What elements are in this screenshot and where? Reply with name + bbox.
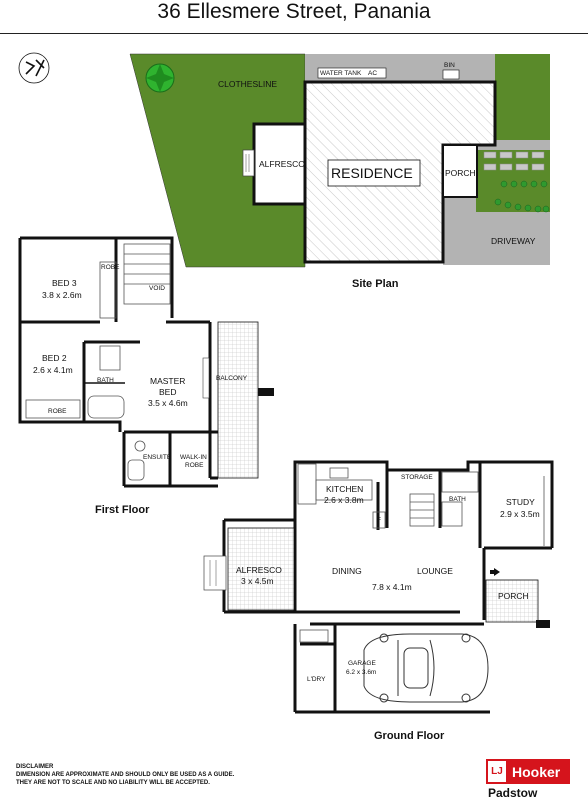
title-divider	[0, 33, 588, 34]
garage-size: 6.2 x 3.6m	[346, 669, 377, 676]
car-icon	[363, 633, 489, 703]
residence-label: RESIDENCE	[331, 165, 413, 181]
living-size: 7.8 x 4.1m	[372, 582, 412, 592]
kitchen-size: 2.6 x 3.8m	[324, 495, 364, 505]
bed2-size: 2.6 x 4.1m	[33, 365, 73, 375]
site-porch	[442, 144, 478, 198]
gf-alfresco-size: 3 x 4.5m	[241, 576, 274, 586]
bed3-name: BED 3	[52, 278, 77, 288]
garden-bushes	[494, 180, 550, 213]
ground-alfresco-deck	[227, 527, 295, 611]
logo-hooker-text: Hooker	[512, 763, 561, 780]
bin-label: BIN	[444, 62, 455, 69]
site-porch-label: PORCH	[445, 168, 476, 178]
disclaimer-title: DISCLAIMER	[16, 764, 54, 770]
lounge-label: LOUNGE	[417, 566, 453, 576]
stepping-pavers	[483, 151, 545, 171]
residence-label-box	[327, 159, 421, 187]
gf-alfresco-name: ALFRESCO	[236, 565, 282, 575]
void-label: VOID	[149, 285, 165, 292]
balcony	[217, 321, 259, 479]
ground-floor-details	[297, 463, 545, 643]
study-name: STUDY	[506, 497, 535, 507]
clothesline-label: CLOTHESLINE	[218, 79, 278, 89]
lawn	[129, 53, 306, 268]
storage-label: STORAGE	[401, 474, 433, 481]
ldry-label: L'DRY	[307, 676, 326, 683]
walkin-label: WALK-IN	[180, 454, 207, 461]
master-name2: BED	[159, 387, 177, 397]
robe1-label: ROBE	[101, 264, 120, 271]
balcony-label: BALCONY	[216, 375, 248, 382]
site-plan	[18, 52, 550, 268]
walkin-robe-label: ROBE	[185, 462, 204, 469]
ff-bath-label: BATH	[97, 377, 114, 384]
master-size: 3.5 x 4.6m	[148, 398, 188, 408]
ground-porch-deck	[485, 579, 539, 623]
study-size: 2.9 x 3.5m	[500, 509, 540, 519]
water-tank-label: WATER TANK	[320, 70, 362, 77]
gf-bath-label: BATH	[449, 496, 466, 503]
ground-floor-caption: Ground Floor	[374, 730, 445, 742]
disclaimer-line1: DIMENSION ARE APPROXIMATE AND SHOULD ONL…	[16, 772, 235, 778]
site-plan-caption: Site Plan	[352, 278, 399, 290]
disclaimer-line2: THEY ARE NOT TO SCALE AND NO LIABILITY W…	[16, 780, 210, 786]
page-title: 36 Ellesmere Street, Panania	[157, 0, 431, 23]
branch-name: Padstow	[488, 786, 538, 800]
ac-label: AC	[368, 70, 378, 77]
side-lawn	[495, 54, 550, 140]
gf-porch-label: PORCH	[498, 591, 529, 601]
bed3-size: 3.8 x 2.6m	[42, 290, 82, 300]
ensuite-label: ENSUITE	[143, 454, 172, 461]
master-name: MASTER	[150, 376, 186, 386]
garage-name: GARAGE	[348, 660, 376, 667]
first-floor-details	[25, 243, 171, 481]
bed2-name: BED 2	[42, 353, 67, 363]
bin-box	[442, 69, 460, 80]
fridge-label: F	[377, 517, 381, 524]
kitchen-name: KITCHEN	[326, 484, 364, 494]
site-alfresco-label: ALFRESCO	[259, 159, 305, 169]
first-floor-caption: First Floor	[95, 504, 150, 516]
logo-lj-mark: LJ	[486, 759, 508, 784]
ground-floor-plan	[222, 460, 554, 714]
disclaimer: DISCLAIMER DIMENSION ARE APPROXIMATE AND…	[16, 763, 234, 787]
driveway-label: DRIVEWAY	[491, 236, 536, 246]
robe2-label: ROBE	[48, 408, 67, 415]
lj-hooker-logo: LJ Hooker	[486, 759, 570, 784]
water-tank-label-box	[317, 67, 387, 79]
dining-label: DINING	[332, 566, 362, 576]
tree-icon	[145, 63, 175, 93]
entry-arrow-icon	[490, 568, 500, 576]
north-arrow-icon	[18, 52, 50, 84]
